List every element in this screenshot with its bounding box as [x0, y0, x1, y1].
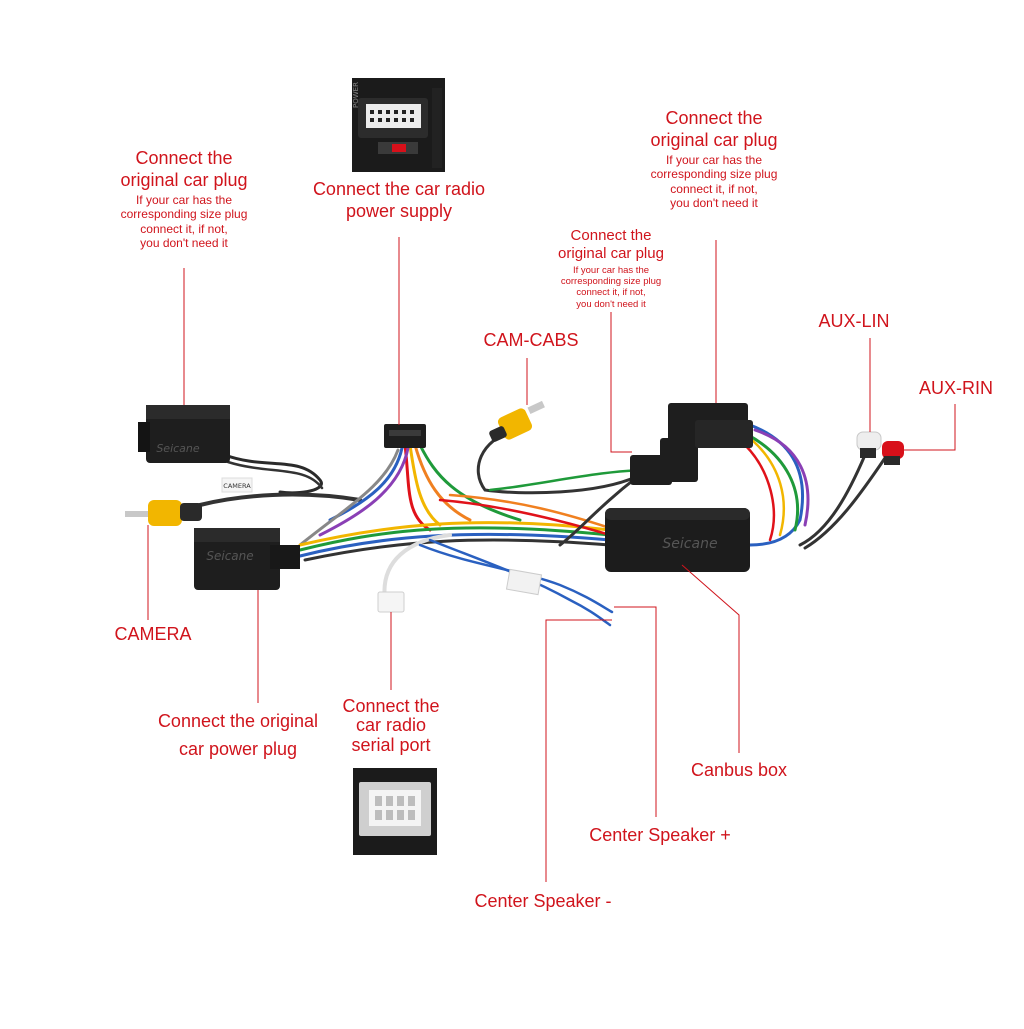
- label-center-speaker-plus: Center Speaker +: [589, 825, 731, 845]
- power-supply-photo: POWER: [352, 78, 445, 172]
- canbus-box: Seicane: [605, 508, 750, 572]
- label-mid-right-car-plug: Connect the original car plug If your ca…: [558, 227, 664, 310]
- serial-port-photo: [353, 768, 437, 855]
- label-cam-cabs: CAM-CABS: [483, 330, 579, 350]
- label-top-left-car-plug: Connect the original car plug If your ca…: [120, 148, 248, 250]
- cam-cabs-rca-connector: [489, 400, 545, 442]
- label-camera: CAMERA: [114, 624, 192, 644]
- center-speaker-tag: [505, 568, 543, 596]
- label-aux-rin: AUX-RIN: [918, 378, 993, 398]
- top-right-original-car-plug: [668, 403, 753, 448]
- aux-rin-rca-connector: [882, 441, 904, 465]
- watermark: Seicane: [662, 536, 717, 552]
- car-radio-power-connector: [384, 424, 426, 448]
- svg-text:CAMERA: CAMERA: [223, 482, 251, 490]
- label-canbus-box: Canbus box: [690, 760, 788, 780]
- original-car-power-plug: Seicane: [194, 528, 300, 590]
- mid-right-original-car-plug: [630, 438, 698, 485]
- label-serial-port: Connect the car radio serial port: [342, 696, 440, 755]
- photo-power-text: POWER: [352, 82, 360, 108]
- watermark: Seicane: [206, 549, 253, 563]
- label-car-power-plug: Connect the original car power plug: [157, 711, 319, 759]
- label-power-supply: Connect the car radio power supply: [312, 179, 486, 221]
- wire-bundle: [198, 423, 887, 627]
- aux-lin-rca-connector: [856, 431, 882, 458]
- serial-port-connector: [377, 591, 405, 613]
- leader-lines: [147, 237, 956, 882]
- left-original-car-plug: Seicane: [138, 405, 230, 463]
- camera-wire-tag: CAMERA: [221, 477, 253, 493]
- watermark: Seicane: [156, 442, 200, 455]
- camera-rca-connector: [125, 500, 202, 526]
- label-top-right-car-plug: Connect the original car plug If your ca…: [650, 108, 778, 210]
- label-aux-lin: AUX-LIN: [818, 311, 890, 331]
- label-center-speaker-minus: Center Speaker -: [474, 891, 612, 911]
